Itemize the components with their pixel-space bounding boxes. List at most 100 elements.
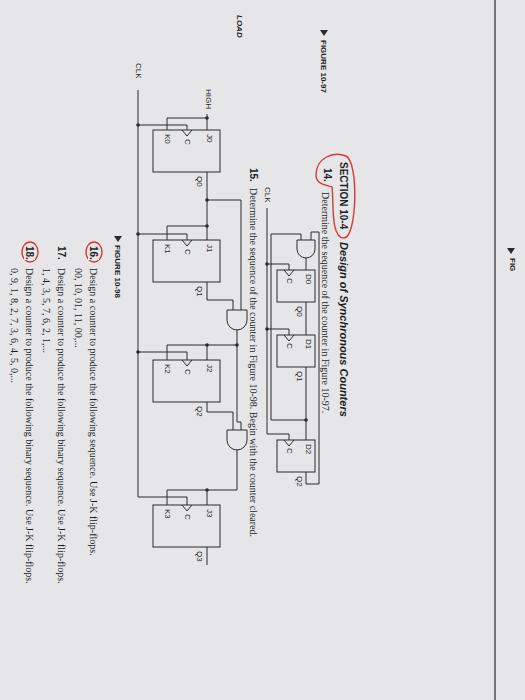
section-heading: SECTION 10-4 xyxy=(338,162,349,229)
figure-label: FIGURE 10-98 xyxy=(113,245,122,298)
pin-label: D1 xyxy=(304,338,313,350)
pin-label: K3 xyxy=(163,508,172,520)
wire-line xyxy=(138,234,187,240)
section-title: Design of Synchronous Counters xyxy=(338,242,350,417)
problem-text: Design a counter to produce the followin… xyxy=(24,268,35,584)
figure-label: FIG xyxy=(508,258,517,271)
wire-line xyxy=(267,329,289,335)
pin-label: Q1 xyxy=(295,370,304,383)
pin-label: C xyxy=(183,138,192,146)
problem-number: 16. xyxy=(88,246,99,260)
wire-line xyxy=(138,125,187,130)
wire-line xyxy=(114,236,122,242)
wire-line xyxy=(138,497,187,505)
problem-number: 15. xyxy=(248,168,259,182)
pin-label: J0 xyxy=(205,133,214,143)
wire-line xyxy=(284,335,294,341)
pin-label: Q1 xyxy=(195,285,204,298)
pin-label: D0 xyxy=(304,273,313,285)
problem-text: 00, 10, 01, 11, 00,... xyxy=(73,268,84,348)
wire-line xyxy=(267,434,289,440)
junction-dot xyxy=(136,232,140,236)
problem-number: 18. xyxy=(24,246,35,260)
wire-line xyxy=(182,130,192,136)
pin-label: J1 xyxy=(205,243,214,253)
junction-dot xyxy=(304,418,308,422)
flip-flop-box xyxy=(277,335,315,367)
pin-label: Q2 xyxy=(295,475,304,488)
pin-label: CLK xyxy=(263,186,272,204)
flip-flop-box xyxy=(277,270,315,302)
wire-line xyxy=(284,440,294,446)
pin-label: C xyxy=(183,513,192,521)
wire-line xyxy=(267,264,289,270)
problem-text: Design a counter to produce the followin… xyxy=(56,268,67,584)
pin-label: D2 xyxy=(304,443,313,455)
drawn-mark xyxy=(22,242,38,262)
flip-flop-box xyxy=(153,505,220,547)
pin-label: CLK xyxy=(134,62,143,80)
wire-line xyxy=(207,547,208,565)
pin-label: C xyxy=(183,248,192,256)
pin-label: C xyxy=(285,342,294,350)
drawn-mark xyxy=(86,242,102,262)
junction-dot xyxy=(136,350,140,354)
junction-dot xyxy=(235,343,239,347)
pin-label: Q2 xyxy=(195,405,204,418)
drawn-mark xyxy=(227,310,247,330)
flip-flop-box xyxy=(153,360,220,402)
pin-label: C xyxy=(285,447,294,455)
drawing-group xyxy=(114,0,515,700)
wire-line xyxy=(207,490,208,505)
flip-flop-box xyxy=(153,240,220,282)
wire-line xyxy=(207,282,233,310)
pin-label: Q3 xyxy=(195,550,204,563)
pin-label: Q0 xyxy=(195,175,204,188)
wire-line xyxy=(267,208,268,434)
problem-text: Determine the sequence of the counter in… xyxy=(320,192,331,413)
problem-number: 14. xyxy=(322,168,333,182)
junction-dot xyxy=(205,116,209,120)
pin-label: K0 xyxy=(163,133,172,145)
pin-label: C xyxy=(183,368,192,376)
wire-line xyxy=(306,258,307,270)
wire-line xyxy=(507,248,515,254)
wire-line xyxy=(207,200,241,310)
junction-dot xyxy=(205,224,209,228)
junction-dot xyxy=(205,343,209,347)
problem-number: 17. xyxy=(56,246,67,260)
flip-flop-box xyxy=(277,440,315,472)
pin-label: J3 xyxy=(205,508,214,518)
wire-line xyxy=(494,0,495,700)
junction-dot xyxy=(205,198,209,202)
wire-line xyxy=(182,505,192,511)
problem-text: Determine the sequence of the counter in… xyxy=(248,188,259,537)
pin-label: Q0 xyxy=(295,305,304,318)
figure-label: FIGURE 10-97 xyxy=(319,40,328,93)
junction-dot xyxy=(136,123,140,127)
drawn-mark xyxy=(227,430,247,450)
wire-line xyxy=(182,240,192,246)
wire-line xyxy=(182,360,192,366)
drawn-mark xyxy=(297,240,315,258)
wire-line xyxy=(306,367,307,440)
wire-line xyxy=(138,90,139,497)
pin-label: K2 xyxy=(163,363,172,375)
wire-line xyxy=(207,345,208,360)
wire-line xyxy=(271,234,306,420)
drawing-group xyxy=(22,154,355,262)
signal-label: LOAD xyxy=(235,15,244,38)
wire-line xyxy=(306,302,307,335)
junction-dot xyxy=(265,327,269,331)
wire-line xyxy=(207,172,208,240)
junction-dot xyxy=(265,262,269,266)
wire-line xyxy=(284,270,294,276)
drawing-group xyxy=(136,116,308,492)
pin-label: HIGH xyxy=(204,88,213,110)
junction-dot xyxy=(205,488,209,492)
wire-line xyxy=(320,30,328,36)
pin-label: C xyxy=(285,277,294,285)
wire-line xyxy=(207,402,233,430)
problem-text: 0, 9, 1, 8, 2, 7, 3, 6, 4, 5, 0,... xyxy=(9,268,20,383)
